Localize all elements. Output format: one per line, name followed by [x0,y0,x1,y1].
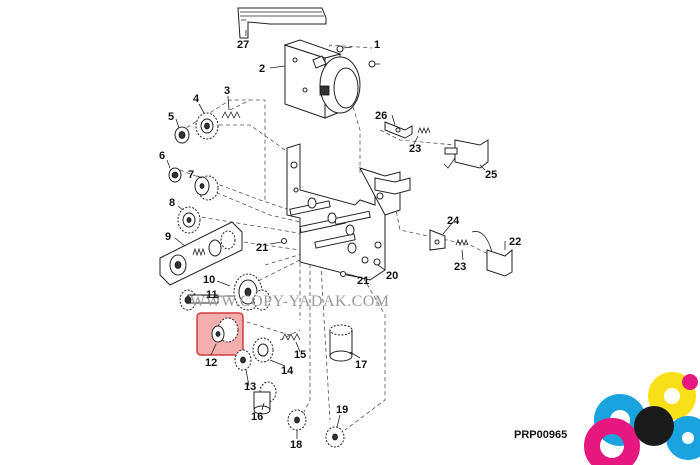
part-22-solenoid [471,231,513,277]
part-10-gear [233,273,271,311]
part-19-gear [325,426,345,448]
part-23-spring-lower [455,238,469,247]
callout-19: 19 [336,404,348,416]
part-20-screw [373,258,381,266]
part-17-gear [329,324,353,362]
part-16-gear-shaft [253,381,277,415]
part-13-gear [234,349,252,371]
callout-9: 9 [165,231,171,243]
part-2-motor-assembly [283,39,361,119]
drawing-code: PRP00965 [514,429,567,441]
callout-12: 12 [205,357,217,369]
part-9-kit [159,221,243,286]
callout-8: 8 [169,197,175,209]
cmyk-logo [584,372,700,465]
watermark-text: WWW.COPY-YADAK.COM [190,293,390,310]
callout-21-lower: 21 [357,275,369,287]
part-15-spring [281,333,301,341]
callout-6: 6 [159,150,165,162]
callout-10: 10 [203,274,215,286]
callout-leaders [166,30,506,439]
part-8-gear [177,206,201,234]
callout-22: 22 [509,236,521,248]
callout-labels: 1 2 3 4 5 6 7 8 9 10 11 12 13 14 15 16 1… [159,39,521,451]
callout-14: 14 [281,365,294,377]
part-5-bushing [174,126,190,144]
part-25-solenoid [443,139,489,169]
main-frame-plate [286,143,411,281]
part-12-highlighted-gear [196,312,244,356]
callout-2: 2 [259,63,265,75]
part-26-bracket [384,121,413,139]
callout-23-upper: 23 [409,143,421,155]
callout-17: 17 [355,359,367,371]
callout-18: 18 [290,439,302,451]
callout-26: 26 [375,110,387,122]
part-3-spring [221,111,241,119]
callout-23-lower: 23 [454,261,466,273]
callout-7: 7 [188,169,194,181]
part-27-ribbon-cable [237,7,327,39]
part-7-gear [194,175,219,201]
part-24-bracket [429,229,446,251]
callout-15: 15 [294,349,306,361]
callout-13: 13 [244,381,256,393]
callout-11: 11 [206,289,218,301]
part-4-gear [195,112,219,140]
frame-shafts [289,197,371,254]
part-1-screws [336,45,380,68]
callout-3: 3 [224,85,230,97]
callout-20: 20 [386,270,398,282]
callout-25: 25 [485,169,497,181]
part-14-gear [252,337,274,363]
callout-27: 27 [237,39,249,51]
callout-5: 5 [168,111,174,123]
part-18-gear [287,409,307,431]
part-23-spring-upper [417,126,431,135]
part-21-screws [281,238,346,277]
callout-4: 4 [193,93,200,105]
callout-24: 24 [447,215,460,227]
part-11-gear-shaft [179,289,219,311]
callout-16: 16 [251,411,263,423]
part-6-bushing [168,167,182,183]
callout-1: 1 [374,39,380,51]
callout-21-upper: 21 [256,242,268,254]
